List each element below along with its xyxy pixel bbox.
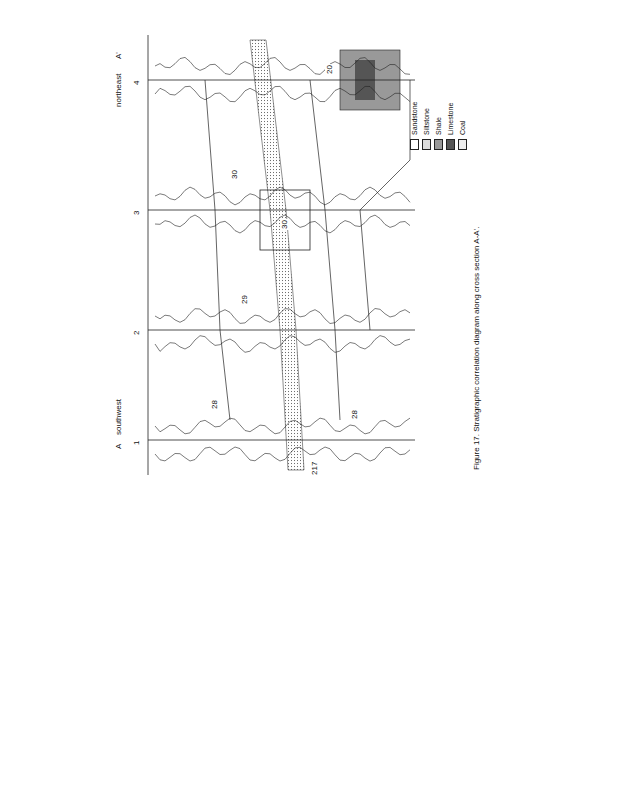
figure-caption: Figure 17. Stratigraphic correlation dia…	[472, 170, 482, 470]
rotated-figure: Asouthwest A' northeast 1 2 3 4 28 29 30 28 30 20 217…	[110, 30, 490, 480]
well-number: 1	[132, 440, 141, 446]
legend-text: Shale	[435, 117, 442, 135]
unit-number: 20	[325, 64, 334, 75]
legend-swatch	[434, 139, 443, 150]
legend-entry: Shale	[434, 117, 443, 150]
section-end: A	[114, 443, 123, 450]
direction-label: southwest	[114, 398, 123, 436]
log-curve	[155, 447, 410, 461]
legend-text: Sandstone	[411, 102, 418, 135]
well-line	[148, 210, 415, 211]
legend-entry: Sandstone	[410, 102, 419, 150]
sandstone-band	[250, 40, 304, 470]
well-number: 2	[132, 330, 141, 336]
correlation-line	[310, 80, 340, 420]
log-curve	[155, 187, 410, 205]
legend-entry: Siltstone	[422, 108, 431, 150]
section-end: A'	[114, 51, 123, 60]
legend-swatch	[410, 139, 419, 150]
log-curve	[155, 309, 410, 324]
log-curve	[155, 215, 410, 233]
legend-swatch	[446, 139, 455, 150]
direction-label: northeast	[114, 73, 123, 108]
unit-number: 30	[230, 169, 239, 180]
well-line	[148, 440, 415, 441]
unit-number: 28	[210, 399, 219, 410]
unit-number: 30	[280, 219, 289, 230]
well-line	[148, 80, 415, 81]
legend-text: Limestone	[447, 103, 454, 135]
log-curve	[155, 336, 410, 353]
log-curve	[155, 57, 410, 74]
well-logs	[148, 57, 415, 461]
datum-line	[148, 35, 149, 475]
correlation-drawing	[110, 30, 490, 480]
page-number: 217	[310, 461, 319, 476]
correlation-line	[205, 80, 230, 420]
correlation-line	[360, 80, 410, 330]
unit-number: 28	[350, 409, 359, 420]
log-curve	[155, 86, 410, 101]
well-line	[148, 330, 415, 331]
legend-entry: Limestone	[446, 103, 455, 150]
log-curve	[155, 418, 410, 434]
legend-entry: Coal	[458, 121, 467, 150]
legend-text: Siltstone	[423, 108, 430, 135]
unit-number: 29	[240, 294, 249, 305]
core-box	[260, 190, 310, 250]
well-number: 3	[132, 210, 141, 216]
legend-swatch	[422, 139, 431, 150]
legend-text: Coal	[459, 121, 466, 135]
well-number: 4	[132, 80, 141, 86]
legend-swatch	[458, 139, 467, 150]
